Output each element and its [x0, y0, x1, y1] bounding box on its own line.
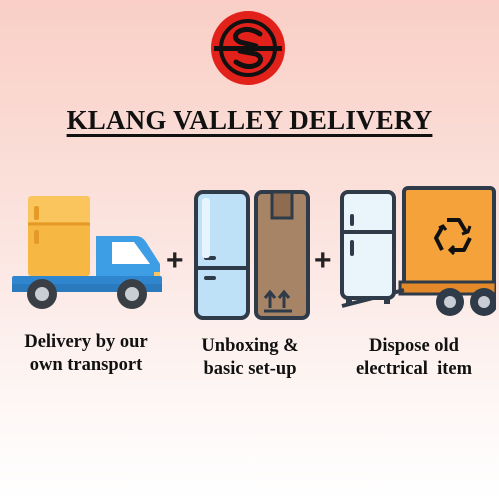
page-title: KLANG VALLEY DELIVERY	[66, 105, 433, 135]
recycle-icon	[430, 216, 476, 256]
step-dispose-line2: electrical item	[355, 359, 473, 379]
step-delivery-line2: own transport	[29, 355, 143, 375]
brand-logo-icon	[210, 10, 286, 86]
delivery-truck-icon	[8, 192, 164, 312]
cardboard-box-icon	[254, 190, 310, 320]
refrigerator-icon	[194, 190, 250, 320]
step-unboxing-line2: basic set-up	[203, 359, 297, 379]
step-delivery-caption: Delivery by our own transport	[6, 331, 166, 377]
step-unboxing-caption: Unboxing & basic set-up	[172, 335, 328, 381]
plus-operator: +	[314, 244, 332, 277]
plus-operator: +	[166, 244, 184, 277]
disposal-truck-icon	[338, 186, 496, 320]
step-unboxing-line1: Unboxing &	[201, 336, 299, 356]
step-dispose-caption: Dispose old electrical item	[334, 335, 494, 381]
step-delivery-line1: Delivery by our	[24, 332, 148, 352]
step-dispose-line1: Dispose old	[369, 336, 459, 356]
